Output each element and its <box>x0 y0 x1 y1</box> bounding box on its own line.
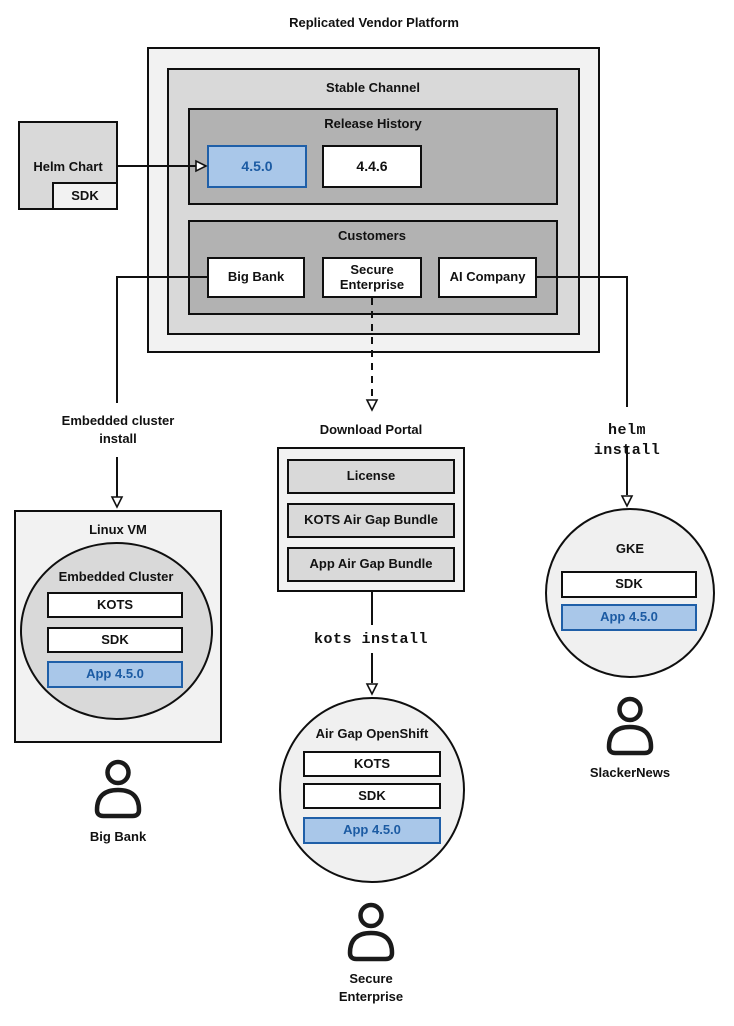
person-icon <box>343 902 399 964</box>
helm-chart-title: Helm Chart <box>33 159 103 174</box>
helm-install-label: helm install <box>593 422 661 460</box>
person-icon <box>90 759 146 821</box>
stable-channel-title: Stable Channel <box>326 80 420 95</box>
person-icon <box>602 696 658 758</box>
customer-big-bank-node: Big Bank <box>207 257 305 298</box>
release-history-title: Release History <box>324 116 422 131</box>
app-airgap-bundle-node: App Air Gap Bundle <box>287 547 455 582</box>
vm-app-node: App 4.5.0 <box>47 661 183 688</box>
arrowhead-down-openshift <box>365 683 379 696</box>
openshift-sdk-node: SDK <box>303 783 441 809</box>
airgap-openshift-title: Air Gap OpenShift <box>315 726 429 741</box>
gke-sdk-node: SDK <box>561 571 697 598</box>
release-450-node: 4.5.0 <box>207 145 307 188</box>
download-portal-title: Download Portal <box>319 422 423 437</box>
diagram-title: Replicated Vendor Platform <box>289 15 459 30</box>
arrowhead-down-gke <box>620 495 634 508</box>
customer-secure-enterprise-node: Secure Enterprise <box>322 257 422 298</box>
openshift-app-node: App 4.5.0 <box>303 817 441 844</box>
customer-ai-company-node: AI Company <box>438 257 537 298</box>
vm-sdk-node: SDK <box>47 627 183 653</box>
customers-title: Customers <box>338 228 406 243</box>
gke-title: GKE <box>615 541 645 556</box>
kots-airgap-bundle-node: KOTS Air Gap Bundle <box>287 503 455 538</box>
release-446-node: 4.4.6 <box>322 145 422 188</box>
embedded-cluster-title: Embedded Cluster <box>58 569 174 584</box>
slackernews-user-label: SlackerNews <box>589 765 671 780</box>
license-node: License <box>287 459 455 494</box>
big-bank-user-label: Big Bank <box>89 829 147 844</box>
openshift-kots-node: KOTS <box>303 751 441 777</box>
vm-kots-node: KOTS <box>47 592 183 618</box>
linux-vm-title: Linux VM <box>89 522 147 537</box>
helm-sdk-node: SDK <box>52 182 118 210</box>
arrowhead-down-left <box>110 496 124 509</box>
embedded-cluster-install-label: Embedded cluster install <box>61 413 175 446</box>
arrowhead-down-portal <box>365 399 379 412</box>
secure-enterprise-user-label: Secure Enterprise <box>338 971 404 1004</box>
gke-app-node: App 4.5.0 <box>561 604 697 631</box>
kots-install-label: kots install <box>313 631 429 648</box>
